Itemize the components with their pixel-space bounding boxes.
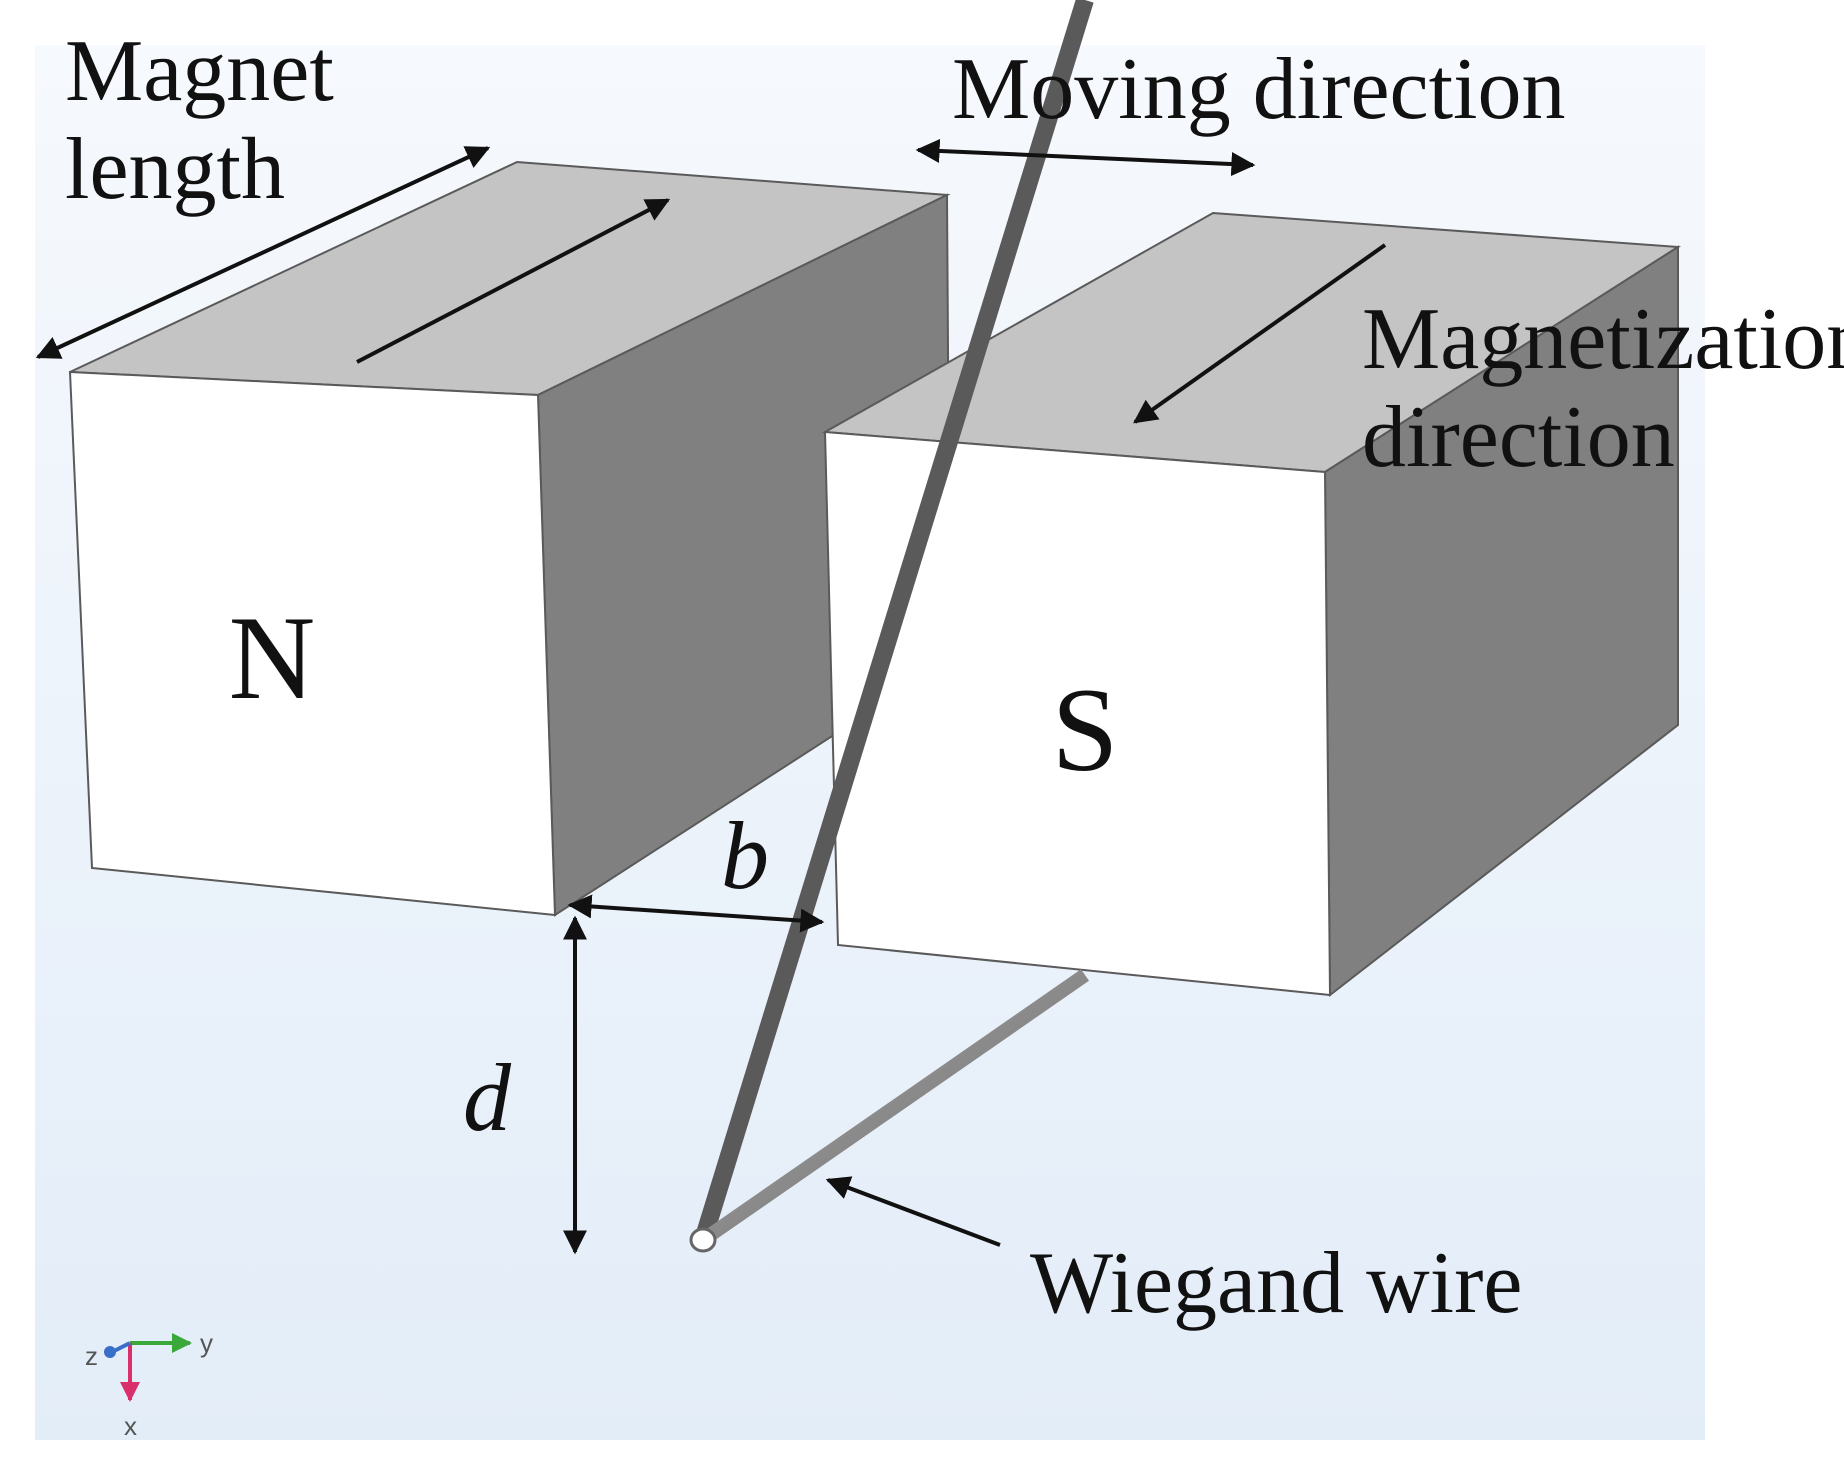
gap-b-label: b — [721, 802, 769, 909]
moving-direction-arrow — [915, 138, 1256, 177]
wiegand-wire-end — [689, 1227, 717, 1253]
south-magnetization-arrow — [1133, 243, 1387, 424]
wiegand-wire-pointer — [825, 1176, 1001, 1247]
magnet-south-front-face — [823, 430, 1332, 997]
wiegand-wire-body — [694, 0, 1094, 1243]
magnet-length-label-line1: Magnet — [65, 23, 334, 120]
magnet-north-front-face — [68, 370, 557, 917]
moving-direction-label: Moving direction — [952, 41, 1565, 138]
wiegand-wire-label: Wiegand wire — [1030, 1235, 1522, 1332]
axis-z-dot — [104, 1346, 116, 1358]
axis-y-label: y — [200, 1328, 213, 1358]
magnet-length-arrow — [35, 146, 491, 359]
magnetization-direction-label-line2: direction — [1362, 389, 1675, 486]
north-pole-label: N — [229, 591, 316, 724]
axis-triad: z y x — [85, 1328, 213, 1441]
wiegand-wire — [689, 0, 1094, 1253]
south-pole-label: S — [1052, 663, 1119, 796]
magnet-length-label-line2: length — [65, 121, 285, 218]
magnet-south — [821, 211, 1682, 998]
distance-d-label: d — [463, 1044, 512, 1151]
axis-x-label: x — [124, 1411, 137, 1441]
gap-b-arrow — [567, 894, 825, 933]
axis-z-label: z — [85, 1341, 98, 1371]
magnetization-direction-label-line1: Magnetization — [1362, 291, 1844, 388]
